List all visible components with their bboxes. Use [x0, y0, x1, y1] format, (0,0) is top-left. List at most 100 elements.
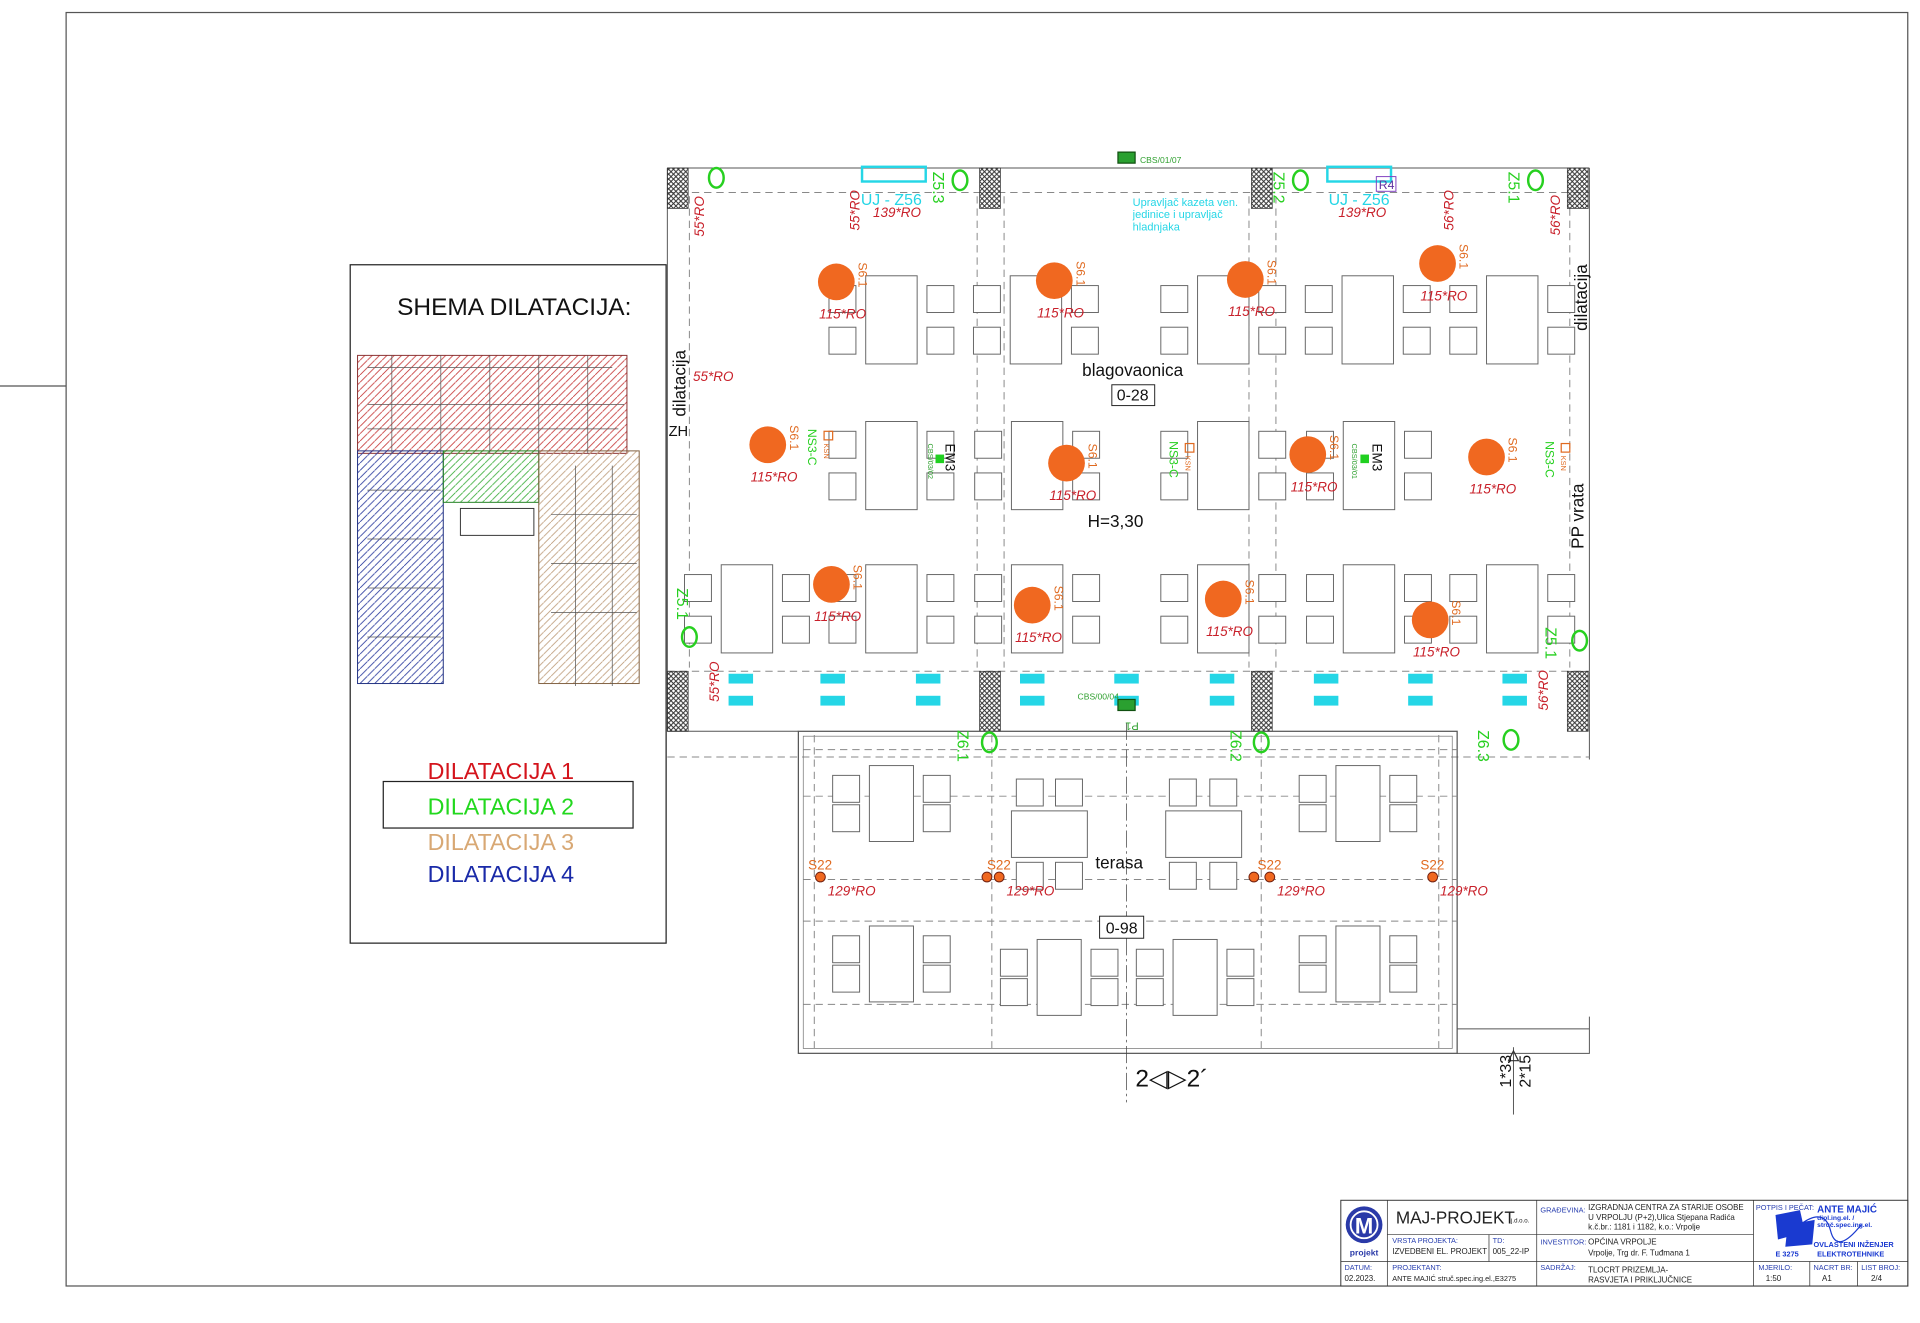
fan-coil-unit [915, 673, 941, 684]
zh-label: ZH [669, 424, 689, 440]
light-height-label: 115*RO [1228, 304, 1275, 319]
chair [999, 948, 1028, 977]
zone-label-z53: Z5.3 [929, 172, 946, 204]
fan-coil-unit [1408, 695, 1433, 706]
terrace-light-height-label: 129*RO [1277, 883, 1325, 898]
emergency-luminaire-icon [707, 166, 725, 189]
r4-label: R4 [1379, 178, 1395, 192]
socket-icon [1560, 442, 1571, 453]
em3-label-b: EM3 [1370, 444, 1385, 472]
dilatation-label-right: dilatacija [1571, 264, 1591, 331]
light-label: S6.1 [850, 565, 864, 590]
socket-icon [1184, 442, 1195, 453]
chair [922, 774, 951, 803]
ceiling-light-icon [1048, 444, 1085, 482]
chair [1547, 326, 1576, 355]
fan-coil-unit [1313, 673, 1339, 684]
ceiling-light-icon [1419, 245, 1456, 282]
chair [972, 285, 1001, 314]
chair [1547, 615, 1576, 644]
light-height-label: 115*RO [1469, 482, 1516, 497]
chair [1209, 778, 1238, 807]
emergency-luminaire-icon [1291, 169, 1309, 192]
chair [1160, 430, 1189, 459]
td-label: TD: [1493, 1236, 1505, 1245]
chair [922, 935, 951, 964]
gradevina-label: GRAĐEVINA: [1540, 1206, 1585, 1215]
chair [1258, 472, 1287, 501]
terrace-light-icon [1248, 871, 1260, 883]
chair [1258, 326, 1287, 355]
chair [1306, 574, 1334, 602]
chair [974, 574, 1003, 602]
column [1566, 670, 1589, 732]
socket-height-label: 55*RO [693, 369, 734, 384]
chair [1168, 778, 1197, 807]
chair [1160, 285, 1189, 314]
socket-icon [823, 430, 834, 441]
p1-label: P1 [1125, 720, 1138, 732]
legend-item-4: DILATACIJA 4 [428, 861, 575, 887]
zone-label-z61: Z6.1 [954, 730, 971, 762]
firm-name: MAJ-PROJEKT [1396, 1208, 1515, 1228]
light-label: S6.1 [1073, 261, 1087, 286]
chair [828, 472, 857, 501]
terrace-light-label: S22 [1258, 858, 1282, 873]
table [868, 925, 914, 1003]
terrace-light-icon [1264, 871, 1276, 883]
chair [1090, 978, 1119, 1007]
gradevina-line-1: IZGRADNJA CENTRA ZA STARIJE OSOBE [1588, 1203, 1744, 1212]
level-a: 1*33 [1498, 1055, 1515, 1088]
em3-light-a [935, 454, 945, 464]
fan-coil-unit [1502, 673, 1527, 684]
chair [1449, 615, 1478, 644]
chair [1298, 774, 1327, 803]
stamp-role-2: ELEKTROTEHNIKE [1817, 1250, 1884, 1259]
dilatation-label-left: dilatacija [670, 349, 690, 416]
legend-title: SHEMA DILATACIJA: [397, 294, 631, 321]
room-name-dining: blagovaonica [1082, 360, 1183, 380]
projektant-label: PROJEKTANT: [1392, 1263, 1441, 1272]
chair [926, 285, 955, 314]
light-height-label: 115*RO [1037, 305, 1084, 320]
chair [1015, 778, 1044, 807]
emergency-luminaire-icon [951, 169, 969, 192]
chair [1298, 964, 1327, 993]
firm-suffix: j.d.o.o. [1510, 1217, 1530, 1224]
chair [1298, 935, 1327, 964]
chair [1160, 472, 1189, 501]
light-height-label: 115*RO [819, 307, 866, 322]
legend-item-1: DILATACIJA 1 [428, 758, 574, 784]
socket-label: NS3-C [1542, 441, 1556, 478]
table [865, 564, 918, 654]
ac-label-right: UJ - Z56 [1329, 192, 1390, 209]
ac-unit-left [860, 165, 927, 183]
chair [1298, 804, 1327, 833]
socket-height-label: 56*RO [1441, 190, 1456, 231]
gradevina-line-2: U VRPOLJU (P+2),Ulica Stjepana Radića [1588, 1213, 1735, 1222]
room-name-terrace: terasa [1095, 852, 1143, 872]
light-label: S6.1 [1051, 586, 1065, 611]
stamp-title: dipl.ing.el. / struč.spec.ing.el. [1817, 1214, 1873, 1230]
ceiling-light-icon [1289, 436, 1327, 473]
terrace [797, 722, 1590, 1103]
chair [1304, 285, 1333, 314]
datum-label: DATUM: [1344, 1263, 1372, 1272]
chair [1547, 285, 1576, 314]
room-code-terrace: 0-98 [1106, 920, 1138, 937]
socket-height-label: 55*RO [707, 661, 722, 702]
terrace-light-icon [1427, 871, 1439, 883]
zone-label-z51: Z5.1 [1541, 627, 1558, 659]
chair [684, 615, 712, 644]
light-label: S6.1 [1457, 244, 1471, 269]
chair [1072, 574, 1101, 602]
chair [999, 978, 1028, 1007]
emergency-luminaire-icon [1502, 728, 1520, 751]
investitor-line-2: Vrpolje, Trg dr. F. Tuđmana 1 [1588, 1248, 1690, 1257]
light-height-label: 115*RO [1206, 624, 1253, 639]
ceiling-light-icon [1226, 261, 1264, 298]
ceiling-light-icon [813, 565, 850, 603]
fan-coil-unit [1020, 673, 1045, 684]
zone-label-z51: Z5.1 [673, 588, 690, 620]
room-height: H=3,30 [1088, 511, 1144, 531]
